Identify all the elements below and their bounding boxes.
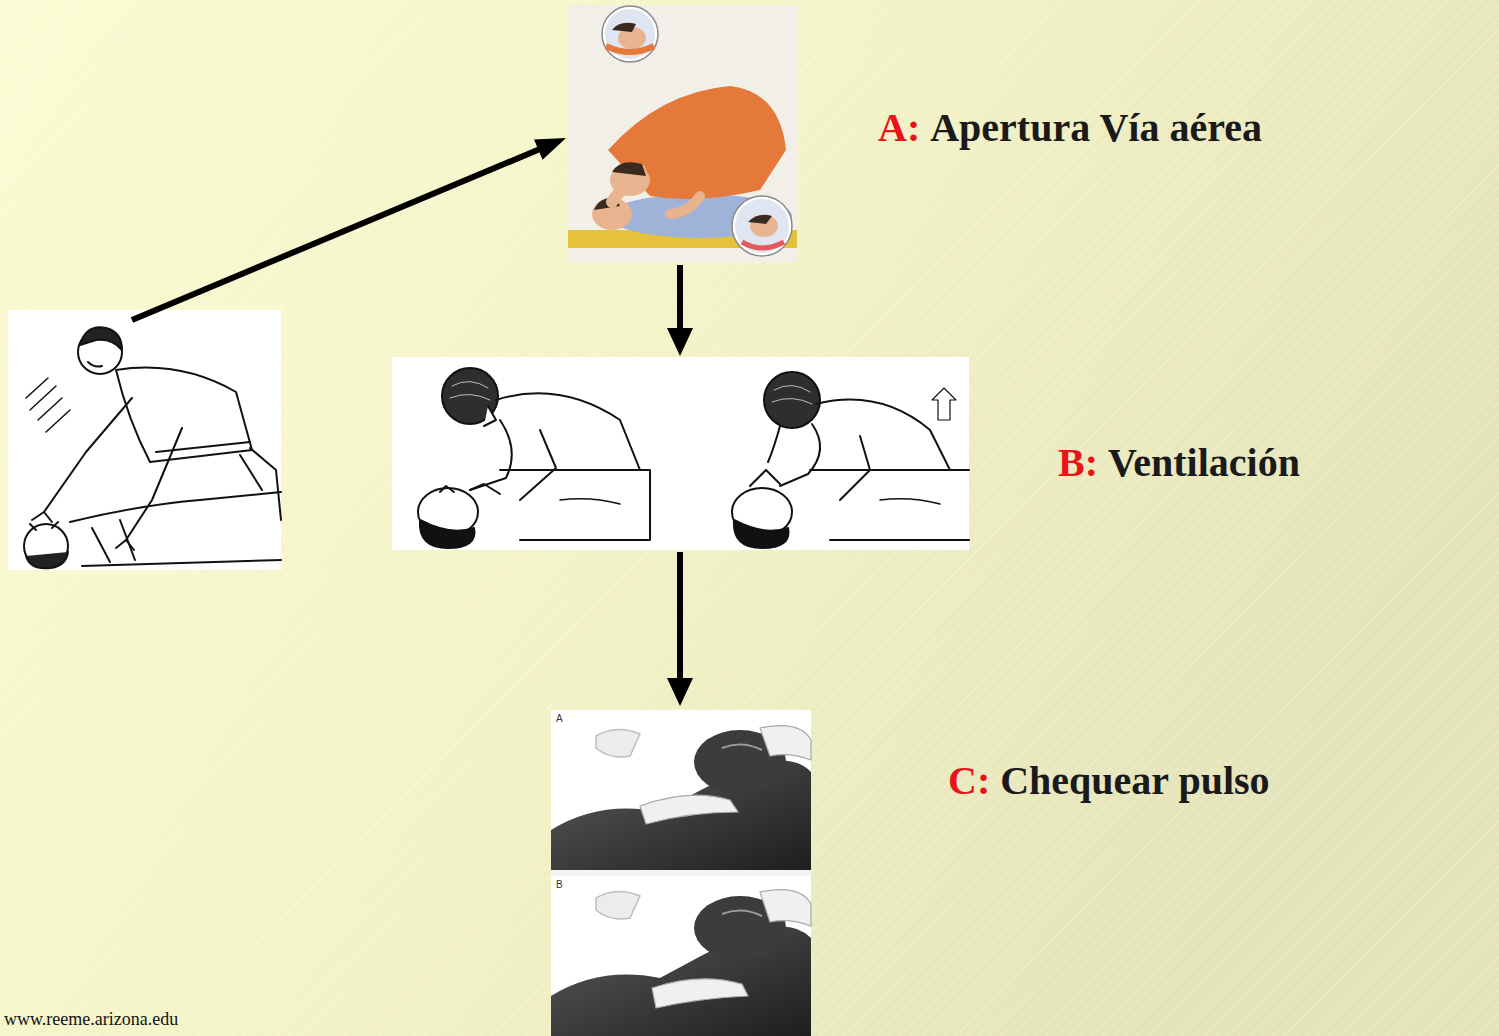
pulse-check-figures: [551, 710, 811, 1036]
ventilation-figures-part: [816, 400, 950, 470]
ventilation-figures-part: [440, 486, 454, 492]
flow-arrow-part: [534, 138, 566, 160]
breathing-check-figure-part: [126, 428, 182, 540]
pulse-check-figures-part: [551, 876, 811, 1036]
airway-photo-part: [606, 46, 654, 52]
flow-arrow: [667, 265, 693, 356]
ventilation-figures-part: [520, 430, 556, 500]
step-title: Ventilación: [1108, 441, 1300, 485]
flow-arrow-part: [667, 328, 693, 356]
source-url: www.reeme.arizona.edu: [4, 1010, 178, 1030]
breathing-check-figure-part: [116, 540, 134, 550]
pulse-check-figures-part: [551, 710, 811, 1036]
ventilation-figures-part: [932, 388, 956, 420]
breathing-check-figure-part: [240, 455, 262, 490]
flow-arrow: [667, 552, 693, 706]
pulse-check-figures-part: [596, 729, 640, 757]
flow-arrow-part: [677, 265, 683, 330]
airway-photo-part: [612, 23, 636, 32]
flow-arrow-part: [132, 149, 540, 320]
ventilation-figures-part: [450, 381, 490, 400]
flow-arrow-part: [677, 552, 683, 680]
breathing-check-figure: [8, 310, 281, 570]
ventilation-figures-part: [420, 520, 475, 548]
breathing-check-figure-part: [116, 368, 252, 462]
panel-letter: B: [556, 879, 563, 890]
ventilation-figures-part: [750, 470, 780, 486]
airway-photo-part: [670, 196, 700, 214]
breathing-check-figure-part: [8, 310, 281, 570]
breathing-check-figure-part: [44, 398, 132, 512]
pulse-check-figures-part: [760, 890, 811, 926]
flow-arrow-part: [667, 678, 693, 706]
ventilation-figures-part: [484, 406, 496, 426]
airway-photo-part: [612, 162, 646, 176]
pulse-check-figures-part: [640, 795, 738, 824]
breathing-check-figure-part: [26, 552, 68, 568]
ventilation-figures-part: [840, 436, 870, 500]
airway-photo-part: [602, 6, 658, 62]
airway-photo-part: [605, 9, 655, 59]
ventilation-figures-part: [470, 420, 512, 490]
ventilation-figures-part: [392, 357, 969, 550]
pulse-check-figures-part: [652, 979, 748, 1008]
ventilation-figures-part: [768, 426, 780, 462]
ventilation-figures-part: [772, 385, 812, 404]
ventilation-figures-part: [734, 520, 789, 548]
breathing-check-figure-part: [88, 362, 102, 367]
breathing-check-figure-part: [82, 560, 281, 566]
airway-photo-part: [732, 196, 792, 256]
flow-arrow: [132, 138, 566, 320]
ventilation-figures: [392, 357, 969, 550]
step-letter: B:: [1058, 441, 1098, 485]
ventilation-figures-part: [496, 393, 640, 470]
breathing-check-figure-part: [250, 448, 281, 520]
ventilation-figures-part: [780, 424, 820, 486]
airway-photo-part: [742, 242, 784, 248]
breathing-check-figure-part: [92, 520, 135, 562]
airway-photo-part: [735, 199, 789, 253]
breathing-check-figure-part: [32, 512, 52, 522]
breathing-check-figure-part: [156, 442, 250, 452]
airway-photo-part: [748, 215, 772, 224]
pulse-check-figures-part: [596, 891, 640, 919]
pulse-check-figures-part: [760, 726, 811, 760]
step-title: Apertura Vía aérea: [930, 106, 1262, 150]
ventilation-figures-part: [764, 372, 820, 428]
panel-letter: A: [556, 713, 563, 724]
airway-photo-part: [568, 5, 797, 262]
ventilation-figures-part: [470, 484, 500, 494]
ventilation-figures-part: [500, 470, 650, 540]
breathing-check-figure-part: [70, 492, 281, 522]
breathing-check-figure-part: [30, 522, 58, 530]
step-letter: C:: [948, 759, 990, 803]
ventilation-figures-part: [880, 499, 940, 504]
pulse-check-figures-part: [722, 910, 762, 916]
breathing-check-figure-part: [26, 378, 70, 432]
breathing-check-figure-part: [80, 327, 122, 350]
airway-photo: [568, 5, 797, 262]
ventilation-figures-part: [560, 499, 620, 504]
step-letter: A:: [878, 106, 920, 150]
airway-photo-part: [608, 86, 786, 199]
pulse-check-figures-part: [722, 744, 762, 750]
step-title: Chequear pulso: [1000, 759, 1269, 803]
ventilation-figures-part: [810, 470, 969, 540]
pulse-check-figures-part: [551, 710, 811, 870]
breathing-check-figure-part: [24, 524, 68, 568]
